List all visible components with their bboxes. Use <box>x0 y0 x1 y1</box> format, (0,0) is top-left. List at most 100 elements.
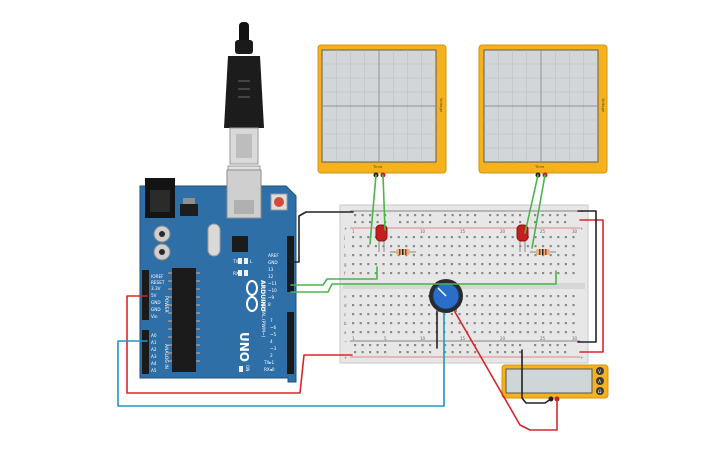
pin-label: ~3 <box>270 346 277 351</box>
wire-a0[interactable] <box>117 313 445 407</box>
pin-label: 8 <box>268 302 271 307</box>
column-label: 25 <box>540 336 546 341</box>
digital-header-top <box>287 236 294 292</box>
row-label: j <box>343 235 345 240</box>
pin-label: A4 <box>151 361 157 366</box>
wire-pot-to-meter[interactable] <box>454 311 558 431</box>
pin-label: ~11 <box>268 281 277 286</box>
wire-pin10[interactable] <box>290 270 557 293</box>
pin-label: 12 <box>268 274 274 279</box>
pin-label: ~6 <box>270 325 277 330</box>
resistor-left[interactable] <box>390 249 416 255</box>
pin-label: ~9 <box>268 295 275 300</box>
pin-label: AREF <box>268 253 279 258</box>
time-axis-label: Time <box>372 164 383 169</box>
row-label: c <box>344 312 346 317</box>
wire-probe-right-sig[interactable] <box>531 174 546 249</box>
arduino-uno[interactable]: TX RX L ARDUINO UNO ON DIGITAL (PWM~) PO <box>139 169 297 383</box>
column-label: 10 <box>420 336 426 341</box>
pin-label: 3.3V <box>151 286 161 291</box>
svg-text:+: + <box>580 355 583 360</box>
oscilloscope-left[interactable]: Time Voltage <box>317 44 447 178</box>
power-header <box>142 270 149 320</box>
multimeter-display <box>505 368 593 394</box>
svg-text:+: + <box>344 355 347 360</box>
pin-label: GND <box>268 260 278 265</box>
potentiometer[interactable] <box>429 279 463 313</box>
pin-label: ~5 <box>270 332 277 337</box>
pin-label: 7 <box>270 318 273 323</box>
multimeter[interactable]: V A Ω <box>501 364 609 402</box>
column-label: 10 <box>420 229 426 234</box>
pin-label: IOREF <box>151 274 164 279</box>
multimeter-mode-a[interactable]: A <box>598 379 602 385</box>
svg-text:−: − <box>344 339 347 344</box>
power-header-label: POWER <box>163 296 169 313</box>
pin-label: 5V <box>151 293 157 298</box>
board-model-label: UNO <box>237 332 251 362</box>
wires <box>117 174 604 431</box>
wire-pin11[interactable] <box>290 266 378 286</box>
l-led-label: L <box>250 259 253 264</box>
row-label: g <box>344 262 347 267</box>
wire-meter-gnd[interactable] <box>521 349 552 404</box>
wire-probe-left-gnd[interactable] <box>369 174 377 245</box>
analog-pin-labels: A0 A1 A2 A3 A4 A5 <box>151 333 157 373</box>
arduino-logo: ARDUINO <box>246 280 266 312</box>
pin-label: 4 <box>270 339 273 344</box>
row-label: a <box>344 330 347 335</box>
column-label: 25 <box>540 229 546 234</box>
atmega-chip <box>172 268 196 372</box>
pin-label: A0 <box>151 333 157 338</box>
digital-pin-labels-top: AREF GND 13 12 ~11 ~10 ~9 8 <box>268 253 279 307</box>
pin-label: 2 <box>270 353 273 358</box>
multimeter-mode-v[interactable]: V <box>598 369 602 375</box>
oscilloscope-right[interactable]: Time Voltage <box>478 44 608 178</box>
pin-label: GND <box>151 300 161 305</box>
row-label: h <box>344 253 347 258</box>
usb-cable <box>224 22 264 181</box>
pin-label: RX◂0 <box>264 367 275 372</box>
column-label: 15 <box>460 229 466 234</box>
wire-5v[interactable] <box>126 295 353 394</box>
row-label: b <box>344 321 347 326</box>
pin-label: 13 <box>268 267 274 272</box>
pin-label: RESET <box>151 280 165 285</box>
voltage-axis-label: Voltage <box>439 98 444 113</box>
multimeter-mode-ohm[interactable]: Ω <box>598 389 602 395</box>
wire-probe-left-sig[interactable] <box>382 174 386 231</box>
row-label: d <box>344 303 347 308</box>
analog-header-label: ANALOG IN <box>163 344 169 369</box>
resistor-right[interactable] <box>530 249 556 255</box>
voltage-axis-label: Voltage <box>601 98 606 113</box>
wire-rail-right-black[interactable] <box>577 210 597 343</box>
column-label: 20 <box>500 336 506 341</box>
pin-label: A5 <box>151 368 157 373</box>
column-label: 30 <box>572 336 578 341</box>
on-led-label: ON <box>245 365 250 371</box>
pin-label: GND <box>151 307 161 312</box>
wire-gnd-top[interactable] <box>290 211 354 263</box>
column-label: 1 <box>352 336 355 341</box>
tx-label: TX <box>232 259 239 264</box>
analog-header <box>142 330 149 374</box>
digital-pin-labels-bottom: 7 ~6 ~5 4 ~3 2 TX▸1 RX◂0 <box>263 318 277 372</box>
pin-label: A1 <box>151 340 157 345</box>
row-label: f <box>344 271 346 276</box>
digital-header-label: DIGITAL (PWM~) <box>260 300 266 338</box>
wire-rail-right-red[interactable] <box>579 219 604 353</box>
rx-label: RX <box>233 271 239 276</box>
column-label: 30 <box>572 229 578 234</box>
time-axis-label: Time <box>534 164 545 169</box>
pin-label: ~10 <box>268 288 277 293</box>
column-label: 20 <box>500 229 506 234</box>
crystal <box>207 223 221 257</box>
pin-label: A2 <box>151 347 157 352</box>
power-pin-labels: IOREF RESET 3.3V 5V GND GND Vin <box>151 274 165 319</box>
column-label: 1 <box>352 229 355 234</box>
wire-probe-right-gnd[interactable] <box>524 174 539 234</box>
pin-label: A3 <box>151 354 157 359</box>
svg-text:+: + <box>580 226 583 231</box>
column-label: 15 <box>460 336 466 341</box>
